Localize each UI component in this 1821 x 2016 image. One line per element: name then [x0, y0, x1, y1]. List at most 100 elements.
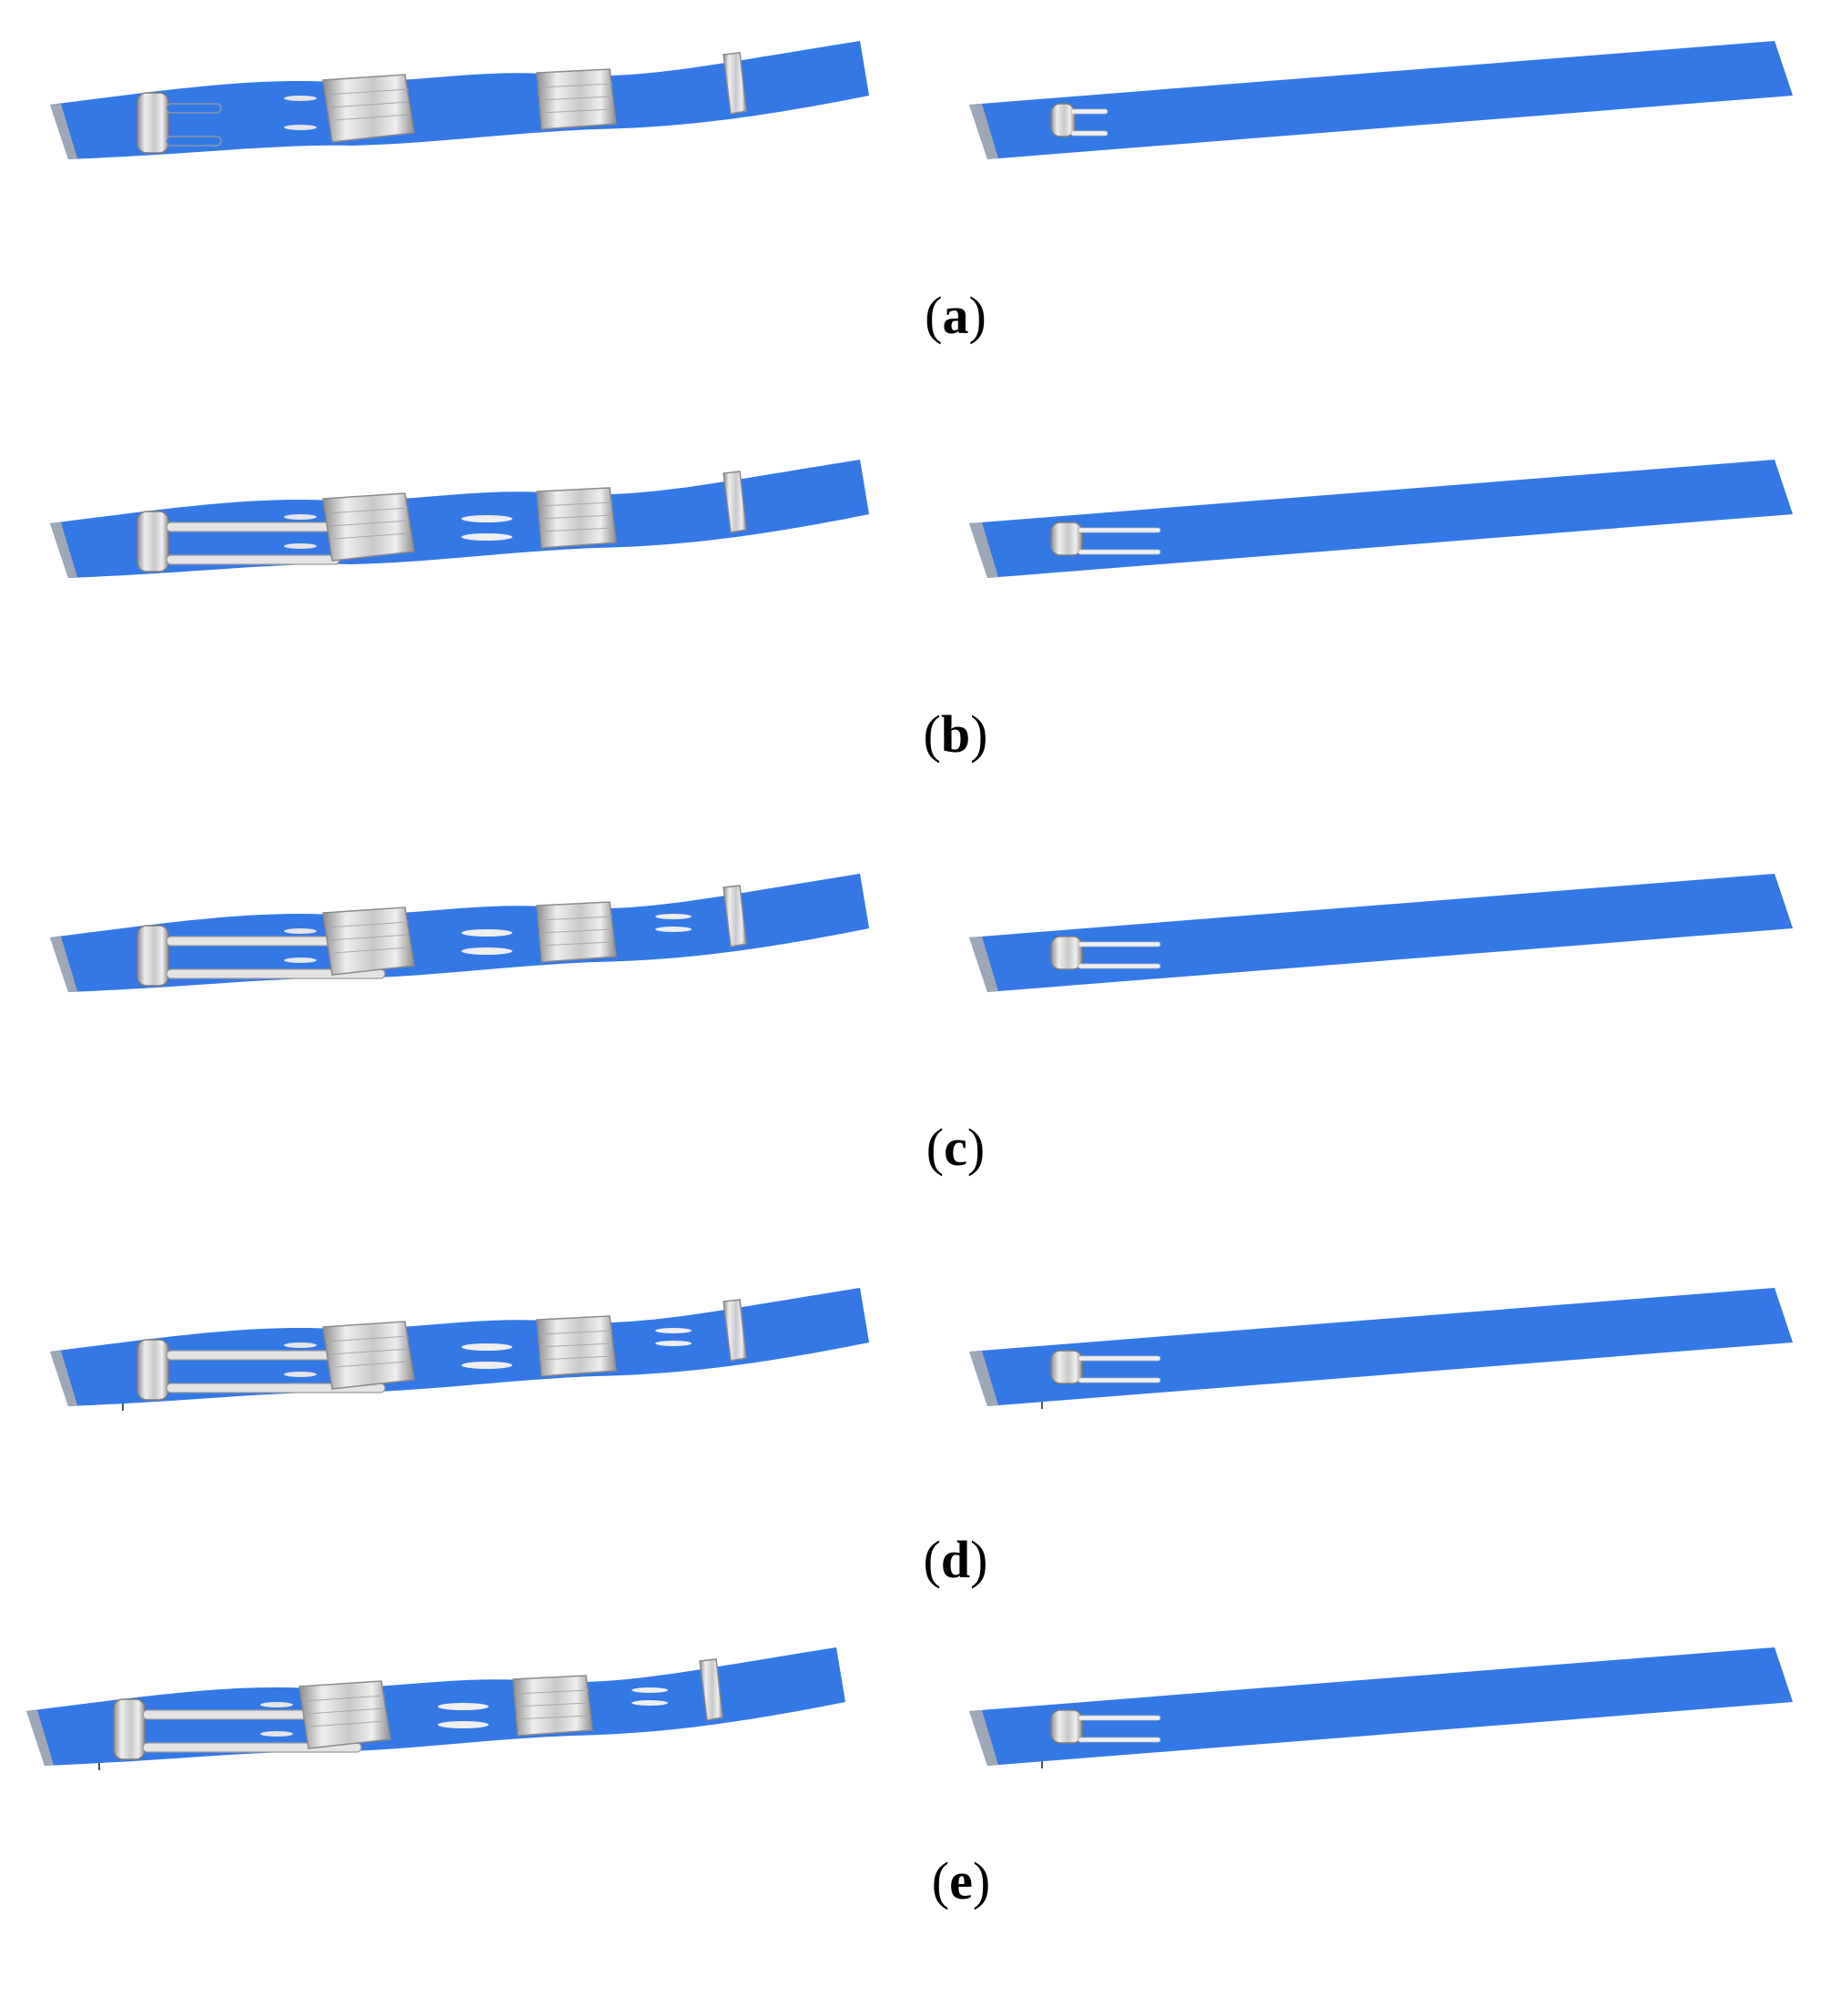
right-plate-view [969, 460, 1793, 578]
cavity-streak [461, 1362, 512, 1369]
plate-edge [26, 1710, 54, 1766]
cavity-tube [1070, 108, 1108, 115]
cavity-streak [284, 957, 317, 963]
right-plate-view [969, 41, 1793, 159]
cavity-tube [166, 1383, 386, 1393]
cavity-streak [461, 947, 512, 955]
plate-surface [50, 41, 869, 159]
cavity-inlet [1050, 1350, 1083, 1384]
subfigure-label: b [940, 704, 971, 764]
left-plate-view [50, 874, 869, 992]
cavity-inlet [1050, 1709, 1083, 1744]
cavity-streak [632, 1687, 668, 1693]
plate-edge [969, 937, 998, 992]
right-plate-view [969, 1288, 1793, 1409]
cavity-tube [1077, 1377, 1161, 1383]
rear-ridge [723, 885, 747, 947]
cavity-tube [166, 554, 340, 565]
cavity-tube [166, 522, 340, 532]
cavity-streak [284, 928, 317, 934]
cavity-inlet [1050, 103, 1076, 137]
subfigure-caption: (e) [931, 1851, 991, 1910]
plate-surface [969, 874, 1793, 992]
plate-edge [969, 1710, 998, 1766]
raised-block [322, 1321, 415, 1390]
cavity-streak [438, 1703, 489, 1710]
subfigure-label: e [949, 1851, 973, 1910]
cavity-inlet [137, 1339, 169, 1401]
rear-ridge [723, 471, 747, 533]
cavity-streak [438, 1721, 489, 1728]
cavity-streak [284, 1342, 317, 1348]
cavity-inlet [1050, 522, 1083, 556]
left-plate-view [50, 460, 869, 578]
raised-block [322, 492, 415, 562]
cavity-streak [461, 1343, 512, 1351]
cavity-streak [655, 914, 692, 919]
cavity-inlet [137, 511, 169, 572]
cavity-streak [284, 96, 317, 101]
cavity-tube [142, 1742, 362, 1753]
plate-edge [50, 522, 77, 578]
subfigure-d [0, 1274, 1821, 1656]
subfigure-label: a [942, 286, 969, 345]
rear-ridge [723, 52, 747, 115]
cavity-tube [166, 136, 222, 147]
plate-edge [50, 1351, 77, 1406]
right-plate-view [969, 1647, 1793, 1768]
plate-surface [969, 41, 1793, 159]
subfigure-caption: (a) [925, 286, 986, 345]
cavity-tube [1077, 963, 1161, 969]
plate-edge [969, 522, 998, 578]
subfigure-caption: (b) [923, 704, 988, 764]
cavity-streak [260, 1731, 293, 1737]
rear-ridge [723, 1299, 747, 1362]
cavity-tube [1077, 549, 1161, 555]
cavity-tube [1077, 1715, 1161, 1721]
plate-edge [969, 104, 998, 159]
cavity-inlet [137, 92, 169, 154]
cavity-tube [1077, 941, 1161, 947]
plate-edge [50, 937, 77, 992]
raised-block [322, 907, 415, 976]
cavity-tube [166, 968, 386, 979]
cavity-streak [655, 927, 692, 932]
cavity-streak [284, 543, 317, 549]
subfigure-a [0, 27, 1821, 410]
cavity-streak [655, 1341, 692, 1346]
cavity-streak [260, 1702, 293, 1707]
plate-surface [50, 1288, 869, 1406]
subfigure-e [0, 1634, 1821, 2016]
subfigure-c [0, 860, 1821, 1242]
cavity-streak [461, 533, 512, 541]
subfigure-caption: (d) [923, 1530, 988, 1589]
cavity-streak [284, 125, 317, 130]
subfigure-label: c [944, 1118, 967, 1177]
cavity-inlet [113, 1698, 146, 1760]
left-plate-view [26, 1647, 845, 1770]
raised-block [322, 74, 415, 143]
rear-ridge [699, 1658, 723, 1721]
cavity-tube [1070, 130, 1108, 137]
subfigure-label: d [940, 1530, 971, 1589]
cavity-tube [1077, 1355, 1161, 1362]
cavity-streak [655, 1328, 692, 1333]
cavity-streak [284, 514, 317, 520]
plate-surface [50, 874, 869, 992]
cavity-streak [461, 929, 512, 937]
left-plate-view [50, 1288, 869, 1411]
cavity-streak [284, 1372, 317, 1377]
subfigure-b [0, 446, 1821, 828]
cavity-streak [632, 1700, 668, 1706]
plate-surface [50, 460, 869, 578]
plate-surface [969, 1288, 1793, 1406]
plate-surface [969, 1647, 1793, 1766]
cavity-streak [461, 515, 512, 522]
cavity-tube [1077, 527, 1161, 533]
plate-surface [26, 1647, 845, 1766]
cavity-inlet [1050, 936, 1083, 970]
plate-edge [50, 104, 77, 159]
right-plate-view [969, 874, 1793, 992]
cavity-tube [1077, 1737, 1161, 1743]
plate-surface [969, 460, 1793, 578]
